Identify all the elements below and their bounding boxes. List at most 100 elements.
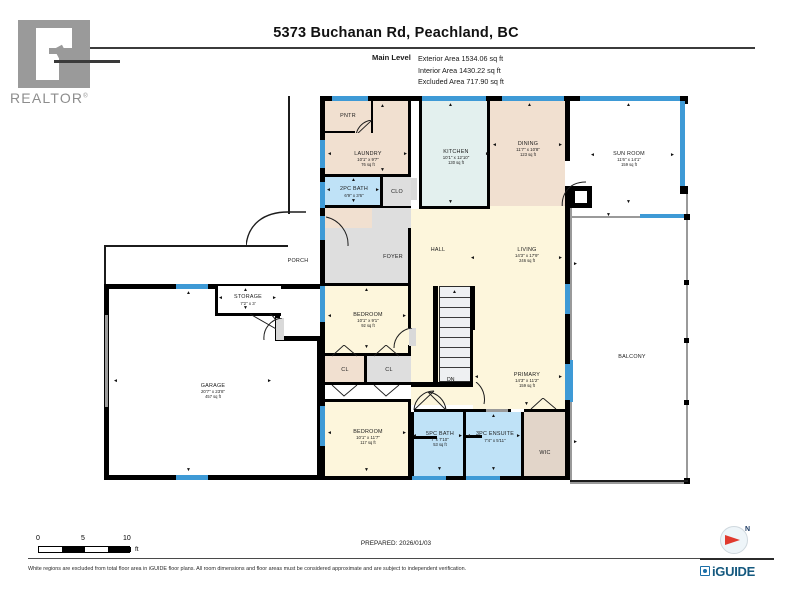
window-bottom-bath bbox=[412, 475, 446, 480]
dim-arrow-kitchen-right: ► bbox=[485, 151, 490, 157]
window-top-dining bbox=[502, 96, 564, 101]
dim-arrow-bath2-right: ► bbox=[375, 187, 380, 193]
bath5pc-door-swing bbox=[427, 391, 447, 411]
dim-arrow-bath2-down: ▼ bbox=[351, 198, 356, 204]
porch-riser-wall bbox=[288, 96, 290, 214]
room-5pc-bath: 5PC BATH 7' x 7'10" 53 sq ft bbox=[426, 430, 454, 448]
porch-wall-left bbox=[104, 245, 106, 285]
balcony-post-b bbox=[684, 280, 689, 285]
room-garage: GARAGE 20'7" x 23'8" 457 sq ft bbox=[200, 382, 226, 400]
dim-arrow-dining-up: ▲ bbox=[527, 102, 532, 108]
room-2pc-bath: 2PC BATH 6'9" x 3'6" bbox=[340, 186, 368, 198]
scale-tick-10: 10 bbox=[123, 535, 131, 542]
bath5pc-wall-right bbox=[463, 412, 466, 476]
kitchen-floor bbox=[422, 101, 490, 209]
window-left-bedroom1 bbox=[320, 286, 325, 322]
laundry-floor-upper bbox=[373, 101, 411, 135]
level-label: Main Level bbox=[372, 53, 411, 62]
dim-arrow-garage-left: ◄ bbox=[113, 378, 118, 384]
prepared-date: PREPARED: 2026/01/03 bbox=[360, 540, 432, 547]
room-storage: STORAGE 7'2" x 3' bbox=[233, 294, 262, 306]
room-porch: PORCH bbox=[287, 257, 309, 264]
storage-wall-left bbox=[215, 286, 218, 316]
dim-arrow-bed1-right: ► bbox=[402, 313, 407, 319]
laundry-floor bbox=[325, 133, 411, 177]
window-top-kitchen bbox=[422, 96, 486, 101]
window-top-sunroom bbox=[580, 96, 680, 101]
dim-arrow-sunroom-left: ◄ bbox=[590, 152, 595, 158]
balcony-glass-top bbox=[640, 214, 688, 218]
kitchen-wall-bottom bbox=[419, 206, 490, 209]
garage-window-top bbox=[176, 284, 208, 289]
laundry-wall-bottom bbox=[325, 174, 411, 177]
cl-divider-wall bbox=[364, 356, 367, 384]
window-right-living bbox=[565, 284, 570, 314]
cl-foyer-wall-top bbox=[372, 206, 411, 209]
room-pantry: PNTR bbox=[340, 112, 356, 119]
dim-arrow-balcony-a: ► bbox=[573, 261, 578, 267]
balcony-rail-top bbox=[570, 216, 640, 218]
stairs-wall-right bbox=[470, 286, 475, 384]
footer-divider bbox=[28, 558, 764, 559]
house-wall-right-d bbox=[565, 314, 570, 364]
pantry-wall-right bbox=[371, 101, 374, 133]
dim-arrow-storage-down: ▼ bbox=[243, 305, 248, 311]
dim-arrow-ensuite-up: ▲ bbox=[491, 413, 496, 419]
iguide-camera-icon bbox=[700, 566, 710, 576]
page-title: 5373 Buchanan Rd, Peachland, BC bbox=[273, 25, 519, 41]
bedroom1-floor bbox=[325, 286, 411, 354]
dim-arrow-bed2-right: ► bbox=[402, 430, 407, 436]
dim-arrow-kitchen-up: ▲ bbox=[448, 102, 453, 108]
bedroom1-wall-bottom bbox=[325, 353, 411, 356]
dim-arrow-balcony-top: ▼ bbox=[606, 212, 611, 218]
house-wall-top-b bbox=[368, 96, 422, 101]
bedroom1-door-swing bbox=[393, 328, 413, 349]
dim-arrow-balcony-b: ► bbox=[573, 439, 578, 445]
cl-wall-bottom bbox=[325, 382, 411, 385]
realtor-wordmark: REALTOR® bbox=[10, 90, 89, 106]
porch-curve bbox=[246, 211, 306, 247]
window-left-laundry bbox=[320, 140, 325, 168]
room-hall: HALL bbox=[430, 246, 446, 253]
dim-arrow-laundry-down: ▼ bbox=[380, 167, 385, 173]
balcony-post-a bbox=[684, 214, 690, 220]
ensuite-fixture bbox=[466, 435, 482, 438]
stairs-wall-bottom bbox=[411, 382, 473, 387]
foyer-wall-right bbox=[408, 228, 411, 286]
room-balcony: BALCONY bbox=[618, 353, 646, 360]
scale-bar-graphic bbox=[38, 546, 131, 553]
dim-arrow-storage-right: ► bbox=[272, 295, 277, 301]
primary-floor bbox=[473, 355, 565, 409]
house-wall-right-b bbox=[565, 186, 570, 208]
garage-floor bbox=[104, 284, 322, 480]
house-wall-top-d bbox=[564, 96, 580, 101]
window-bottom-ensuite bbox=[466, 475, 500, 480]
room-cl-b: CL bbox=[385, 366, 393, 373]
ensuite-wall-right bbox=[521, 412, 524, 476]
pantry-floor bbox=[325, 101, 373, 133]
house-corner-ne bbox=[680, 96, 688, 104]
dim-arrow-laundry-right: ► bbox=[403, 151, 408, 157]
dim-arrow-laundry-left: ◄ bbox=[327, 151, 332, 157]
dim-arrow-dining-left: ◄ bbox=[492, 142, 497, 148]
dim-arrow-bed2-down: ▼ bbox=[364, 467, 369, 473]
dim-arrow-garage-up: ▲ bbox=[186, 290, 191, 296]
garage-wall-right bbox=[317, 336, 322, 480]
balcony-post-c bbox=[684, 338, 689, 343]
dim-arrow-bath5-right: ► bbox=[458, 433, 463, 439]
room-3pc-ensuite: 3PC ENSUITE 7'4" x 5'11" bbox=[475, 431, 515, 443]
living-floor-top-strip bbox=[490, 206, 565, 230]
porch-wall-top bbox=[104, 245, 288, 247]
dim-arrow-primary-left: ◄ bbox=[474, 374, 479, 380]
balcony-rail-bottom bbox=[570, 482, 688, 484]
house-wall-left-f bbox=[320, 446, 325, 480]
storage-wall-bottom bbox=[215, 313, 281, 316]
stairs-up-arrow: ▲ bbox=[452, 289, 457, 295]
laundry-wall-right bbox=[408, 101, 411, 177]
balcony-post-d bbox=[684, 400, 689, 405]
dim-arrow-bed1-down: ▼ bbox=[364, 344, 369, 350]
dim-arrow-bath5-down: ▼ bbox=[437, 466, 442, 472]
room-cl-a: CL bbox=[341, 366, 349, 373]
